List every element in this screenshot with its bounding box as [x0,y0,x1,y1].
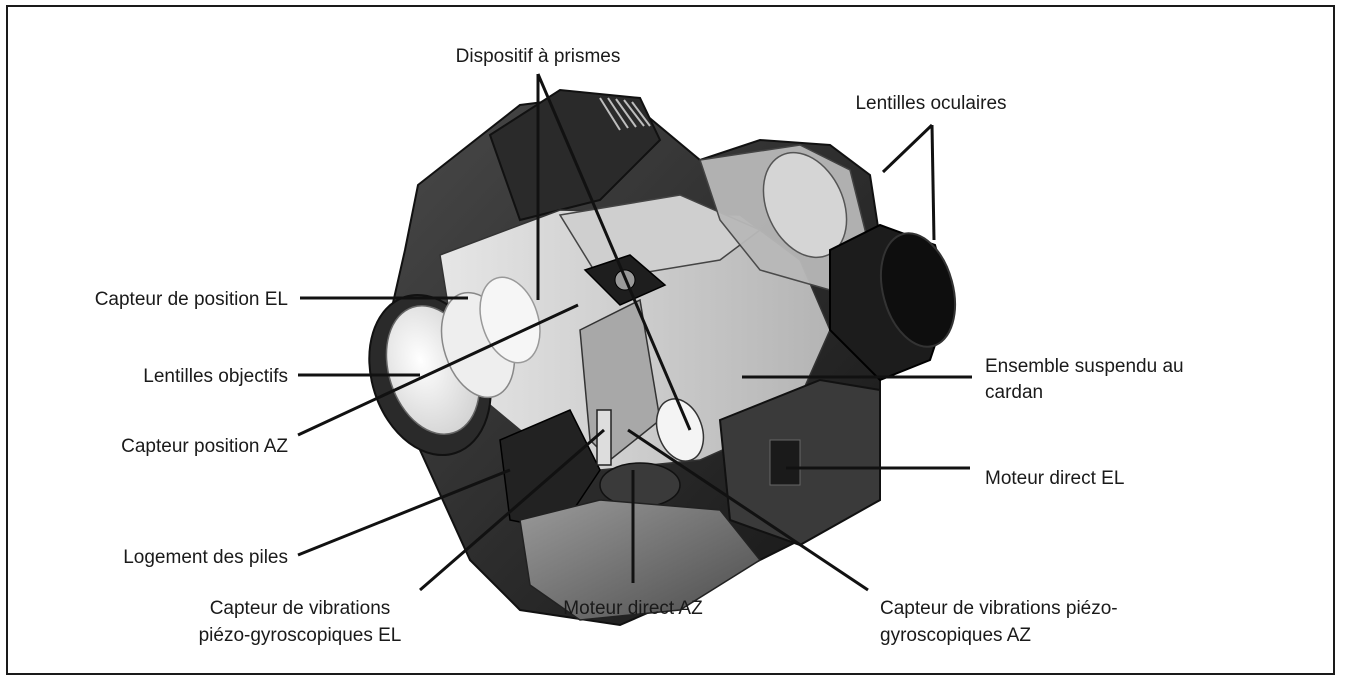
top-barrel [488,88,662,222]
leader-prism-2 [536,73,692,431]
el-motor-block [769,439,801,486]
label-az-gyro-line2: gyroscopiques AZ [880,625,1031,646]
leader-el-gyro [419,428,605,592]
labels: Dispositif à prismes Lentilles oculaires… [95,46,1184,646]
label-el-position-sensor: Capteur de position EL [95,289,288,310]
label-gimbal-line1: Ensemble suspendu au [985,356,1184,377]
barrel-ribs [599,97,651,131]
az-gyro-disc [655,398,705,462]
label-el-gyro-line1: Capteur de vibrations [210,598,391,619]
gyro-sensor-el [596,409,612,466]
label-el-gyro-line2: piézo-gyroscopiques EL [199,625,402,646]
label-battery-compartment: Logement des piles [123,547,288,568]
leader-battery [297,468,511,557]
lower-body [519,499,762,621]
objective-lens-rear [479,276,541,364]
label-gimbal-line2: cardan [985,382,1043,403]
label-az-gyro-line1: Capteur de vibrations piézo- [880,598,1118,619]
label-az-position-sensor: Capteur position AZ [121,436,288,457]
leader-lines [297,73,972,592]
eyepiece-lens-upper [762,151,848,259]
label-eyepiece: Lentilles oculaires [855,93,1006,114]
label-prism: Dispositif à prismes [456,46,621,67]
leader-az-position [297,303,579,437]
label-az-direct-motor: Moteur direct AZ [563,598,703,619]
label-objective-lenses: Lentilles objectifs [143,366,288,387]
eyepiece-end [880,232,956,348]
leader-eyepiece-2 [930,124,936,241]
label-el-direct-motor: Moteur direct EL [985,468,1124,489]
leader-az-gyro [627,428,869,592]
leader-eyepiece-1 [881,123,934,174]
